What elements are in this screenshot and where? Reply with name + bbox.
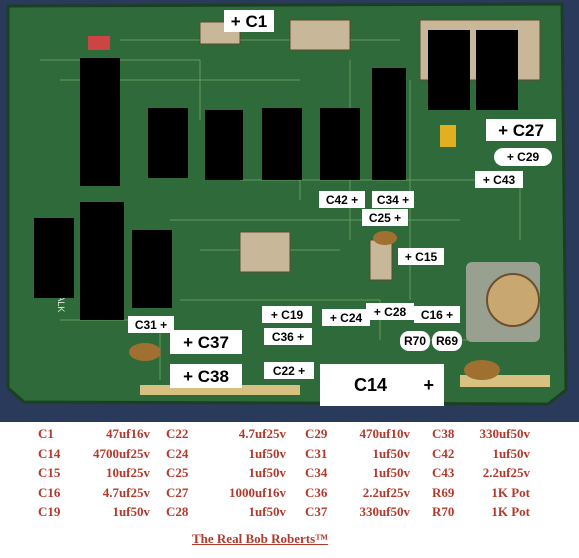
legend-value-c19: 1uf50v <box>112 504 150 519</box>
legend-component-c36: C36 <box>305 484 328 500</box>
legend-value-c28: 1uf50v <box>248 504 286 519</box>
legend-component-c31: C31 <box>305 445 328 461</box>
legend-value-c43: 2.2uf25v <box>482 465 530 480</box>
legend-component-c24: C24 <box>166 445 189 461</box>
label-c34: C34 + <box>372 191 414 208</box>
redaction-block <box>80 58 120 186</box>
label-c19: + C19 <box>262 306 312 323</box>
legend-component-c19: C19 <box>38 504 61 519</box>
legend-value-c15: 10uf25v <box>105 465 150 480</box>
label-r70: R70 <box>400 331 430 351</box>
label-c36: C36 + <box>264 328 312 345</box>
legend-component-c29: C29 <box>305 426 328 441</box>
component-legend-table: C1 47uf16v C22 4.7uf25v C29 470uf10v C38 330uf5… <box>0 426 579 526</box>
label-c37: + C37 <box>170 330 242 354</box>
legend-value-c25: 1uf50v <box>248 465 286 480</box>
legend-value-c16: 4.7uf25v <box>102 484 150 500</box>
legend-component-c25: C25 <box>166 465 189 480</box>
label-c31: C31 + <box>128 316 174 333</box>
legend-component-c37: C37 <box>305 504 328 519</box>
label-c38: + C38 <box>170 364 242 388</box>
legend-component-c22: C22 <box>166 426 189 441</box>
legend-component-c43: C43 <box>432 465 455 480</box>
legend-value-c29: 470uf10v <box>359 426 410 441</box>
label-c42: C42 + <box>319 191 365 208</box>
label-c27: + C27 <box>486 119 556 141</box>
label-c16: C16 + <box>414 306 460 323</box>
legend-component-c14: C14 <box>38 445 61 461</box>
legend-value-c27: 1000uf16v <box>228 484 286 500</box>
legend-value-c14: 4700uf25v <box>92 445 150 461</box>
legend-component-c28: C28 <box>166 504 189 519</box>
label-c24: + C24 <box>322 309 370 326</box>
legend-value-c38: 330uf50v <box>479 426 530 441</box>
legend-component-c42: C42 <box>432 445 455 461</box>
label-c29: + C29 <box>494 148 552 166</box>
legend-value-c31: 1uf50v <box>372 445 410 461</box>
legend-value-c37: 330uf50v <box>359 504 410 519</box>
label-c1: + C1 <box>224 10 274 32</box>
legend-value-c34: 1uf50v <box>372 465 410 480</box>
legend-value-r70: 1K Pot <box>491 504 530 519</box>
legend-component-c27: C27 <box>166 484 189 500</box>
legend-value-c24: 1uf50v <box>248 445 286 461</box>
legend-component-c38: C38 <box>432 426 455 441</box>
legend-component-c16: C16 <box>38 484 61 500</box>
label-c43: + C43 <box>475 171 523 188</box>
legend-component-r70: R70 <box>432 504 455 519</box>
label-c25: C25 + <box>362 209 408 226</box>
legend-value-c1: 47uf16v <box>105 426 150 441</box>
legend-value-c36: 2.2uf25v <box>362 484 410 500</box>
label-c15: + C15 <box>398 248 444 265</box>
legend-component-c34: C34 <box>305 465 328 480</box>
legend-value-c22: 4.7uf25v <box>238 426 286 441</box>
label-c14-plus: + <box>423 375 434 395</box>
label-c28: + C28 <box>366 303 414 320</box>
legend-component-c1: C1 <box>38 426 54 441</box>
label-c14: C14 + <box>320 364 444 406</box>
legend-component-r69: R69 <box>432 484 455 500</box>
legend-value-r69: 1K Pot <box>491 484 530 500</box>
label-c14-name: C14 <box>354 375 388 395</box>
circuit-board-photo: SQUAWK & TALK <box>0 0 579 422</box>
credit-link[interactable]: The Real Bob Roberts™ <box>192 531 329 546</box>
label-r69: R69 <box>432 331 462 351</box>
label-c22: C22 + <box>264 362 314 379</box>
legend-component-c15: C15 <box>38 465 61 480</box>
legend-value-c42: 1uf50v <box>492 445 530 461</box>
